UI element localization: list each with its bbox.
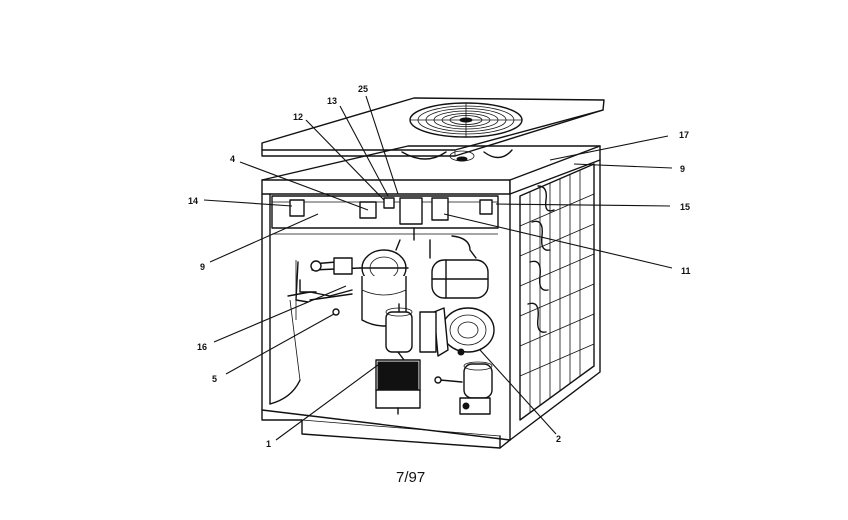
callout-15: 15 [680, 202, 690, 212]
leader-lines [203, 95, 673, 441]
top-cover [261, 97, 605, 162]
callout-9-right: 9 [680, 164, 685, 174]
motor [419, 307, 495, 357]
callout-1: 1 [266, 439, 271, 449]
control-box [271, 195, 499, 241]
callout-17: 17 [679, 130, 689, 140]
callout-2: 2 [556, 434, 561, 444]
fan-grille [409, 102, 523, 138]
callout-12: 12 [293, 112, 303, 122]
condenser-coil [519, 163, 595, 421]
accumulator [429, 235, 489, 299]
callout-25: 25 [358, 84, 368, 94]
internal-components [287, 257, 361, 316]
callout-16: 16 [197, 342, 207, 352]
cabinet [261, 145, 601, 449]
fan-capacitor [434, 361, 493, 415]
callout-11: 11 [681, 266, 691, 276]
callout-13: 13 [327, 96, 337, 106]
date-code: 7/97 [396, 469, 425, 486]
contactor [375, 359, 421, 415]
callout-5: 5 [212, 374, 217, 384]
callout-14: 14 [188, 196, 198, 206]
callout-9-left: 9 [200, 262, 205, 272]
callout-4: 4 [230, 154, 235, 164]
